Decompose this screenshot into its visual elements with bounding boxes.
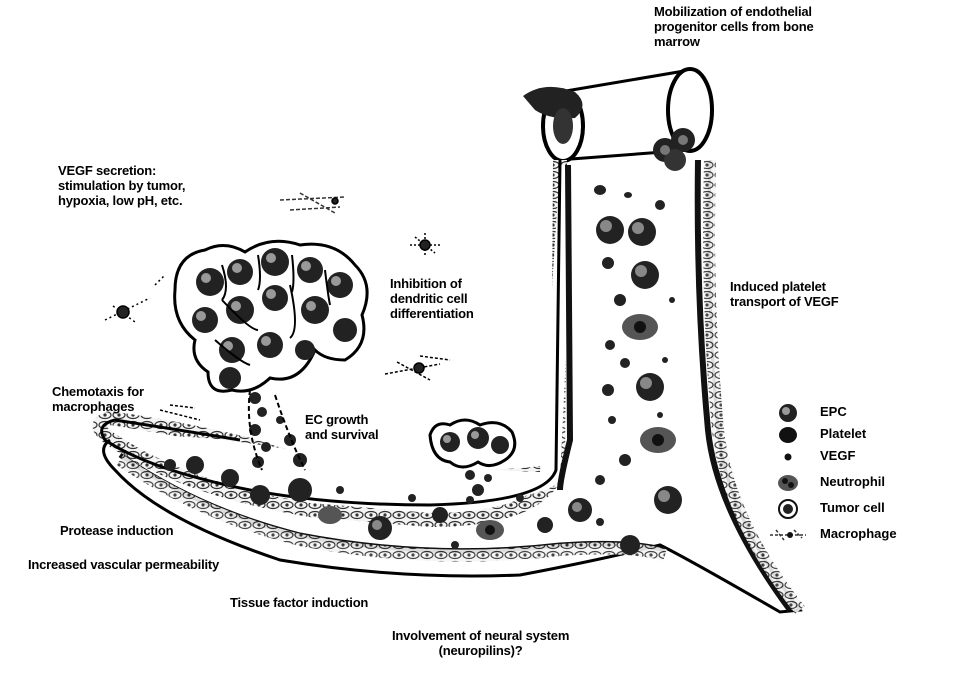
label-mobilization: Mobilization of endothelial progenitor c… xyxy=(654,4,813,49)
legend-item-tumor-cell: Tumor cell xyxy=(768,498,953,520)
neutrophil-icon xyxy=(768,472,808,494)
label-protease: Protease induction xyxy=(60,523,173,538)
label-platelet-transport: Induced platelet transport of VEGF xyxy=(730,279,839,309)
legend-item-vegf: VEGF xyxy=(768,446,953,468)
macrophage-icon xyxy=(768,524,808,546)
legend-item-platelet: Platelet xyxy=(768,424,953,446)
label-inhibition: Inhibition of dendritic cell differentia… xyxy=(390,276,474,321)
legend-label: Neutrophil xyxy=(820,474,885,489)
legend-label: EPC xyxy=(820,404,847,419)
vegf-icon xyxy=(768,446,808,468)
label-neural: Involvement of neural system (neuropilin… xyxy=(392,628,569,658)
label-tissue-factor: Tissue factor induction xyxy=(230,595,368,610)
label-vegf-secretion: VEGF secretion: stimulation by tumor, hy… xyxy=(58,163,185,208)
legend-item-neutrophil: Neutrophil xyxy=(768,472,953,494)
label-ec-growth: EC growth and survival xyxy=(305,412,378,442)
label-chemotaxis: Chemotaxis for macrophages xyxy=(52,384,144,414)
label-permeability: Increased vascular permeability xyxy=(28,557,219,572)
legend-label: VEGF xyxy=(820,448,855,463)
platelet-icon xyxy=(768,424,808,446)
epc-icon xyxy=(768,402,808,424)
legend-label: Tumor cell xyxy=(820,500,885,515)
legend-label: Macrophage xyxy=(820,526,897,541)
bone-marrow-cylinder xyxy=(523,69,712,171)
legend-item-epc: EPC xyxy=(768,402,953,424)
legend: EPC Platelet VEGF Neutrophil Tumor cell … xyxy=(768,402,953,546)
legend-item-macrophage: Macrophage xyxy=(768,524,953,546)
tumor-cell-icon xyxy=(768,498,808,520)
legend-label: Platelet xyxy=(820,426,866,441)
blood-vessel xyxy=(100,160,800,612)
